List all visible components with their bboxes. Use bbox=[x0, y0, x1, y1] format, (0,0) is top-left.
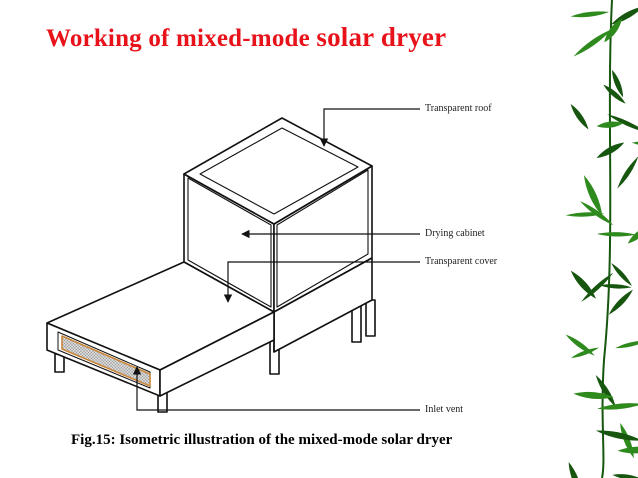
bamboo-leaf bbox=[565, 334, 595, 356]
bamboo-leaf bbox=[603, 84, 626, 104]
cover-arrow bbox=[223, 261, 420, 303]
bamboo-leaf bbox=[599, 284, 632, 289]
slide-title: Working of mixed-mode solar dryer bbox=[46, 22, 446, 53]
bamboo-leaf bbox=[611, 6, 638, 25]
bamboo-leaf bbox=[615, 340, 638, 349]
dryer-drawing bbox=[46, 117, 376, 413]
bamboo-leaf bbox=[612, 474, 638, 478]
bamboo-leaf bbox=[595, 430, 638, 441]
inlet-arrow bbox=[132, 366, 420, 411]
bamboo-leaf bbox=[570, 103, 589, 130]
bamboo-leaf bbox=[570, 347, 599, 359]
title-part-3: solar dryer bbox=[316, 22, 447, 52]
roof-arrow bbox=[319, 108, 420, 147]
bamboo-stem bbox=[601, 0, 613, 478]
bamboo-leaf bbox=[573, 29, 612, 57]
bamboo-leaf bbox=[596, 121, 624, 128]
bamboo-leaf bbox=[570, 270, 597, 299]
bamboo-leaf bbox=[604, 18, 623, 43]
bamboo-leaf bbox=[583, 175, 603, 217]
label-transparent-roof: Transparent roof bbox=[425, 103, 492, 114]
callout-arrows bbox=[132, 108, 420, 411]
bamboo-leaf bbox=[565, 212, 605, 217]
bamboo-leaf bbox=[631, 141, 638, 147]
bamboo-leaf bbox=[595, 375, 616, 408]
figure-caption: Fig.15: Isometric illustration of the mi… bbox=[71, 432, 453, 448]
bamboo-leaf bbox=[608, 289, 633, 315]
drying-cabinet bbox=[183, 165, 373, 313]
bamboo-leaf bbox=[570, 11, 610, 18]
label-transparent-cover: Transparent cover bbox=[425, 256, 498, 267]
bamboo-leaf bbox=[607, 114, 638, 133]
bamboo-leaf bbox=[573, 391, 614, 399]
title-part-1: Working bbox=[46, 25, 149, 52]
label-drying-cabinet: Drying cabinet bbox=[425, 228, 485, 239]
bamboo-leaf bbox=[596, 232, 636, 237]
bamboo-leaf bbox=[596, 142, 625, 159]
bamboo-leaf bbox=[620, 422, 634, 459]
inlet-vent-mesh bbox=[61, 335, 151, 387]
bamboo-leaf bbox=[617, 446, 638, 454]
bamboo-leaf bbox=[568, 461, 582, 478]
bamboo-leaf bbox=[617, 156, 638, 189]
bamboo-leaf bbox=[612, 69, 624, 98]
label-inlet-vent: Inlet vent bbox=[425, 404, 464, 415]
bamboo-leaf bbox=[597, 403, 638, 410]
title-part-2: of mixed-mode bbox=[148, 25, 317, 52]
bamboo-leaf bbox=[581, 272, 614, 302]
bamboo-leaf bbox=[611, 262, 633, 287]
